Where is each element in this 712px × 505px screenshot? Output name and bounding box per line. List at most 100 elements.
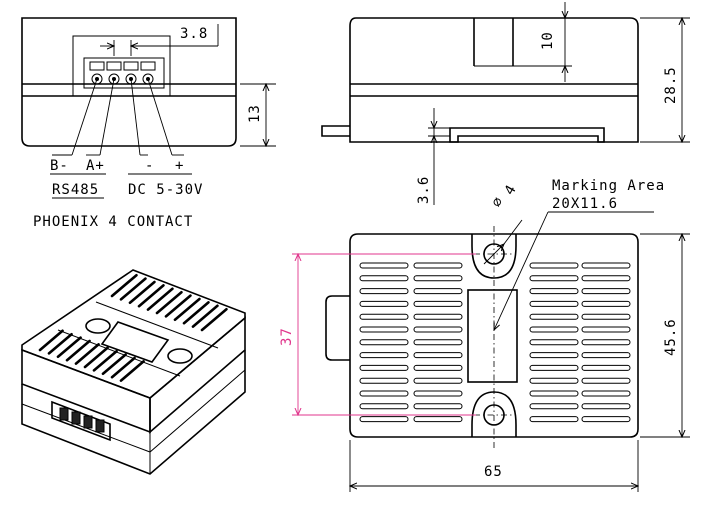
vent-slots bbox=[359, 262, 631, 423]
marking-area bbox=[467, 289, 518, 383]
vent-slot bbox=[413, 300, 463, 307]
label-dc-power: DC 5-30V bbox=[128, 182, 203, 198]
vent-slot bbox=[413, 390, 463, 397]
iso-vent-slot bbox=[137, 284, 165, 308]
vent-slot bbox=[413, 403, 463, 410]
iso-vent-slot bbox=[182, 301, 210, 325]
side-view: 10 28.5 3.6 bbox=[321, 2, 690, 205]
vent-slot bbox=[529, 313, 579, 320]
iso-vent-slot bbox=[38, 329, 64, 352]
iso-vent-slot bbox=[83, 346, 109, 369]
vent-slot bbox=[529, 275, 579, 282]
dim-flange: 3.6 bbox=[416, 176, 432, 204]
vent-slot bbox=[359, 416, 409, 423]
vent-slot bbox=[413, 262, 463, 269]
vent-slot bbox=[413, 313, 463, 320]
vent-slot bbox=[529, 288, 579, 295]
vent-slot bbox=[581, 352, 631, 359]
marking-title: Marking Area bbox=[552, 178, 665, 194]
vent-slot bbox=[413, 364, 463, 371]
vent-slot bbox=[529, 352, 579, 359]
vent-slot bbox=[359, 352, 409, 359]
iso-vent-slot bbox=[128, 280, 156, 305]
pin-label-a-plus: A+ bbox=[86, 158, 105, 174]
iso-vent-slot bbox=[119, 277, 147, 301]
iso-vent-slot bbox=[65, 339, 91, 362]
terminal-block bbox=[89, 61, 156, 85]
iso-vent-slot bbox=[119, 360, 145, 382]
dim-side-top: 10 bbox=[540, 31, 556, 50]
connector-note: PHOENIX 4 CONTACT bbox=[33, 214, 193, 230]
vent-slot bbox=[359, 326, 409, 333]
top-view: 37 45.6 65 ⌀ 4 Marking Area 20X11.6 bbox=[279, 178, 690, 492]
marking-size: 20X11.6 bbox=[552, 196, 618, 212]
vent-slot bbox=[581, 262, 631, 269]
vent-slot bbox=[359, 300, 409, 307]
vent-slot bbox=[581, 300, 631, 307]
pin-label-plus: + bbox=[175, 158, 184, 174]
dim-hole-pitch: 37 bbox=[279, 327, 295, 346]
vent-slot bbox=[359, 275, 409, 282]
iso-vent-slot bbox=[146, 287, 174, 311]
vent-slot bbox=[413, 416, 463, 423]
iso-vent-slot bbox=[101, 353, 127, 376]
vent-slot bbox=[359, 403, 409, 410]
vent-slot bbox=[359, 364, 409, 371]
vent-slot bbox=[359, 390, 409, 397]
vent-slot bbox=[529, 416, 579, 423]
vent-slot bbox=[529, 403, 579, 410]
iso-vent-slot bbox=[164, 294, 192, 318]
dim-side-height: 28.5 bbox=[663, 66, 679, 104]
dim-front-height: 13 bbox=[247, 104, 263, 123]
iso-vent-slot bbox=[74, 343, 100, 365]
vent-slot bbox=[529, 377, 579, 384]
dim-pin-pitch: 3.8 bbox=[180, 26, 208, 42]
iso-vent-slot bbox=[155, 290, 183, 315]
hole-diameter: 4 bbox=[502, 182, 521, 198]
vent-slot bbox=[359, 313, 409, 320]
vent-slot bbox=[529, 364, 579, 371]
dim-depth: 45.6 bbox=[663, 318, 679, 356]
iso-vent-slot bbox=[191, 304, 219, 328]
vent-slot bbox=[581, 339, 631, 346]
vent-slot bbox=[581, 377, 631, 384]
dim-width: 65 bbox=[484, 464, 503, 480]
vent-slot bbox=[359, 377, 409, 384]
iso-vent-slot bbox=[92, 349, 118, 372]
vent-slot bbox=[413, 288, 463, 295]
vent-slot bbox=[413, 352, 463, 359]
label-rs485: RS485 bbox=[52, 182, 99, 198]
vent-slot bbox=[359, 288, 409, 295]
pin-label-minus: - bbox=[145, 158, 154, 174]
vent-slot bbox=[529, 262, 579, 269]
iso-vent-slots bbox=[38, 273, 228, 382]
vent-slot bbox=[413, 377, 463, 384]
isometric-view bbox=[21, 269, 246, 475]
iso-vent-slot bbox=[200, 307, 228, 332]
front-view: 3.8 13 B- A+ - + RS485 DC 5-30V PHOENIX … bbox=[21, 17, 276, 230]
vent-slot bbox=[359, 262, 409, 269]
pin-label-b-minus: B- bbox=[50, 158, 69, 174]
vent-slot bbox=[581, 313, 631, 320]
vent-slot bbox=[581, 288, 631, 295]
vent-slot bbox=[581, 403, 631, 410]
vent-slot bbox=[413, 275, 463, 282]
iso-terminal-screws bbox=[59, 407, 105, 433]
iso-vent-slot bbox=[110, 356, 136, 379]
vent-slot bbox=[581, 390, 631, 397]
vent-slot bbox=[529, 339, 579, 346]
vent-slot bbox=[581, 364, 631, 371]
vent-slot bbox=[359, 339, 409, 346]
vent-slot bbox=[529, 390, 579, 397]
iso-vent-slot bbox=[110, 273, 138, 298]
iso-vent-slot bbox=[56, 336, 82, 359]
vent-slot bbox=[581, 275, 631, 282]
hole-diameter-symbol: ⌀ bbox=[489, 194, 508, 210]
vent-slot bbox=[413, 326, 463, 333]
vent-slot bbox=[581, 326, 631, 333]
vent-slot bbox=[529, 326, 579, 333]
vent-slot bbox=[581, 416, 631, 423]
vent-slot bbox=[529, 300, 579, 307]
vent-slot bbox=[413, 339, 463, 346]
